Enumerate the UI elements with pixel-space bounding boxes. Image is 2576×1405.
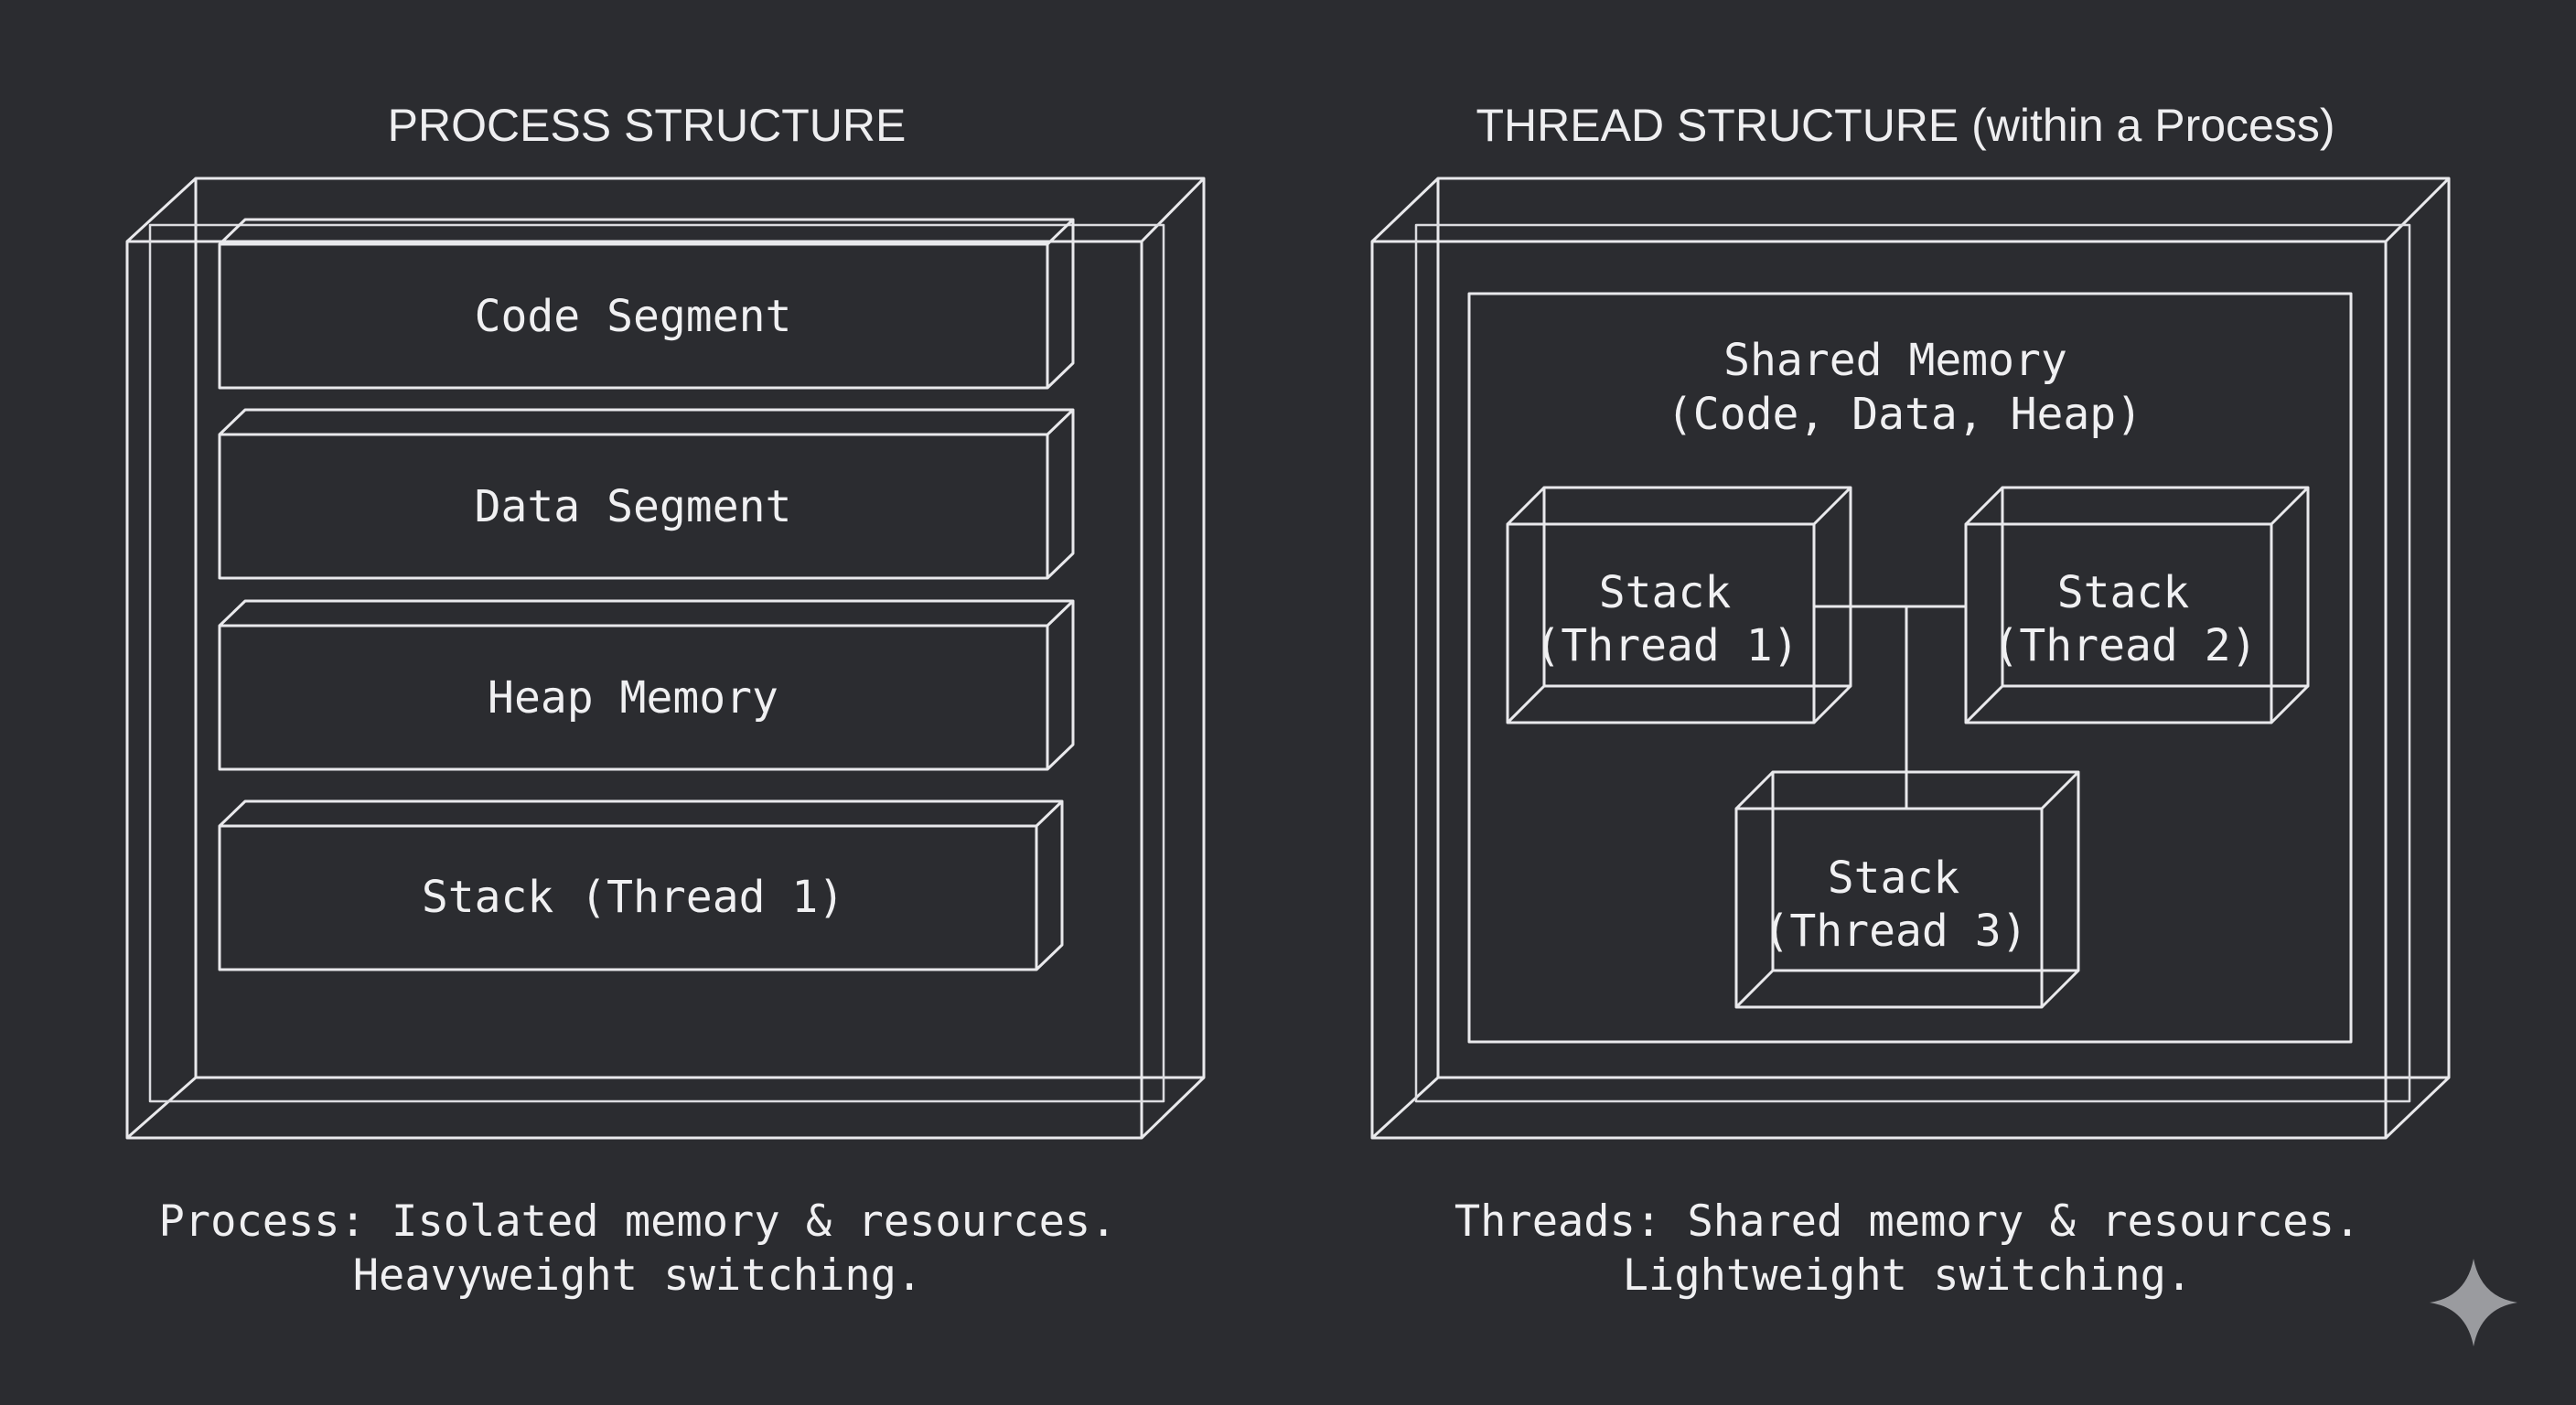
segment-label: Stack (Thread 1) [422, 872, 844, 923]
shared-memory-title: Shared Memory [1723, 335, 2067, 386]
process-segment-stack: Stack (Thread 1) [218, 799, 1064, 971]
stack-thread-2: Stack (Thread 2) [1964, 486, 2310, 724]
process-title: PROCESS STRUCTURE [388, 100, 907, 151]
stack-label: Stack [1599, 567, 1732, 618]
thread-outer-frame [1370, 177, 2451, 1140]
stack-label: Stack [2057, 567, 2190, 618]
stack-sublabel: (Thread 3) [1764, 906, 2028, 957]
segment-label: Data Segment [475, 481, 792, 532]
stack-thread-3: Stack (Thread 3) [1734, 770, 2080, 1009]
thread-connectors [1813, 605, 1966, 809]
process-segment-data: Data Segment [218, 408, 1075, 580]
segment-label: Heap Memory [488, 672, 778, 724]
process-segment-code: Code Segment [218, 218, 1075, 390]
process-panel: PROCESS STRUCTURE Code Segment Data Segm… [125, 100, 1206, 1301]
process-outer-frame [125, 177, 1206, 1140]
thread-panel: THREAD STRUCTURE (within a Process) Shar… [1370, 100, 2451, 1301]
process-caption-line1: Process: Isolated memory & resources. [159, 1196, 1117, 1247]
stack-thread-1: Stack (Thread 1) [1506, 486, 1852, 724]
stack-sublabel: (Thread 2) [1993, 620, 2258, 671]
thread-caption-line1: Threads: Shared memory & resources. [1454, 1196, 2360, 1247]
thread-title: THREAD STRUCTURE (within a Process) [1476, 100, 2334, 151]
segment-label: Code Segment [475, 291, 792, 342]
process-segment-heap: Heap Memory [218, 599, 1075, 771]
process-caption-line2: Heavyweight switching. [353, 1250, 923, 1301]
thread-caption-line2: Lightweight switching. [1623, 1250, 2193, 1301]
shared-memory-region [1467, 292, 2353, 1044]
stack-sublabel: (Thread 1) [1535, 620, 1799, 671]
stack-label: Stack [1828, 853, 1960, 904]
sparkle-icon [2430, 1259, 2517, 1346]
shared-memory-subtitle: (Code, Data, Heap) [1667, 389, 2142, 440]
